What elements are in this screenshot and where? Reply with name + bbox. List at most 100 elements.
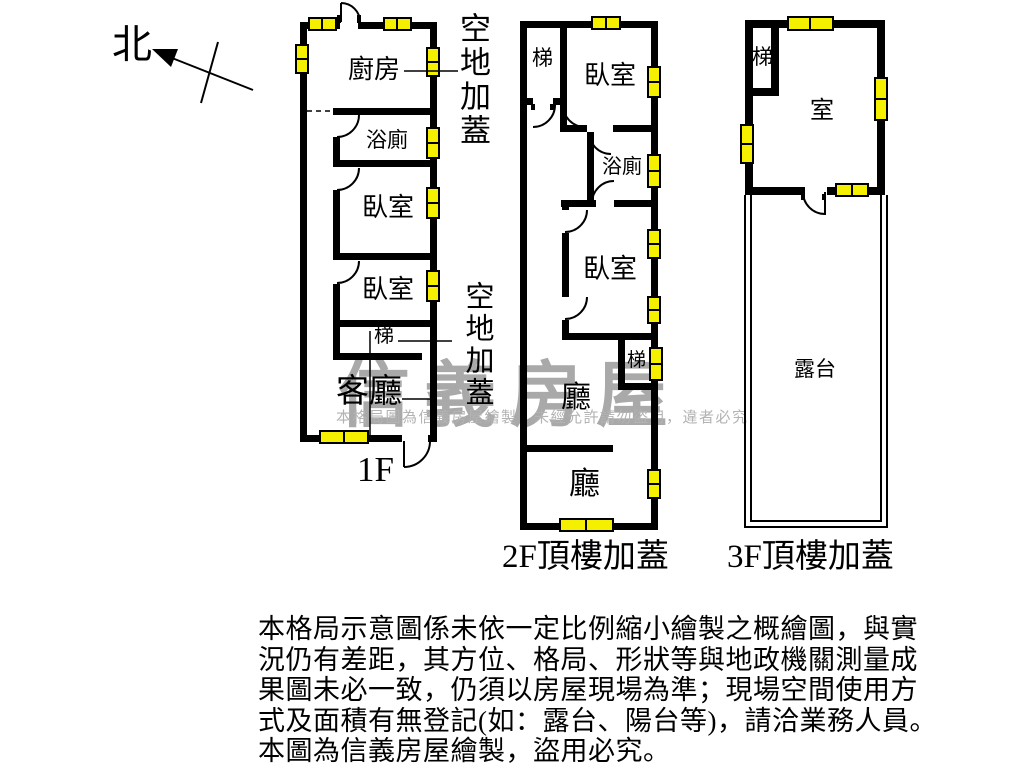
wall-segment [651, 187, 658, 230]
wall-segment [520, 98, 533, 105]
wall-segment [430, 158, 437, 188]
door-arc [564, 296, 588, 320]
north-arrow-shaft [171, 57, 254, 91]
door-arc [340, 2, 361, 23]
wall-segment [520, 21, 592, 28]
wall-segment [562, 333, 658, 340]
north-arrow-slash [200, 41, 219, 104]
wall-segment [333, 284, 340, 353]
wall-segment [411, 22, 437, 29]
disclaimer-line: 況仍有差距，其方位、格局、形狀等與地政機關測量成 [258, 644, 918, 675]
room-label-living-1f: 客廳 [336, 374, 402, 410]
room-label-terrace-3f: 露台 [794, 357, 836, 381]
room-label-bedroom-top-2f: 臥室 [584, 61, 637, 90]
door-arcs [336, 2, 826, 468]
room-label-room-3f: 室 [810, 98, 834, 124]
door-arc [802, 191, 826, 215]
wall-segment [877, 120, 885, 195]
wall-segment [562, 200, 569, 210]
wall-segment [651, 21, 658, 67]
wall-segment [430, 76, 437, 128]
wall-segment [562, 233, 569, 297]
wall-segment [745, 20, 753, 125]
room-label-bath-1f: 浴廁 [366, 128, 408, 152]
room-label-kitchen: 廚房 [348, 55, 401, 84]
room-label-bedroom2-1f: 臥室 [362, 275, 415, 304]
wall-segment [868, 187, 885, 195]
wall-segment [520, 523, 560, 530]
terrace-outline [744, 195, 888, 528]
wall-segment [300, 435, 320, 442]
wall-segment [827, 187, 836, 195]
room-label-stairs-top-2f: 梯 [532, 46, 553, 70]
wall-segment [358, 22, 384, 29]
wall-segment [333, 160, 437, 167]
floor1-windows [295, 17, 440, 444]
room-label-stairs-1f: 梯 [374, 325, 394, 347]
room-label-hall-lower-2f: 廳 [569, 466, 600, 501]
wall-segment [560, 21, 567, 98]
wall-segment [336, 22, 340, 29]
room-label-hall-upper-2f: 廳 [561, 381, 591, 414]
wall-segment [430, 22, 437, 48]
wall-segment [430, 218, 437, 271]
wall-segment [587, 132, 594, 203]
wall-segment [562, 320, 569, 340]
north-label: 北 [112, 22, 152, 67]
disclaimer-text: 本格局示意圖係未依一定比例縮小繪製之概繪圖，與實 況仍有差距，其方位、格局、形狀… [258, 614, 937, 767]
wall-segment [333, 137, 340, 160]
door-arc [588, 131, 612, 155]
watermark-notice: 本格局圖為信義房屋繪製，未經允許請勿盜用，違者必究 [336, 410, 749, 426]
wall-segment [368, 435, 402, 442]
wall-segment [430, 301, 437, 435]
wall-segment [614, 200, 658, 207]
floor1-walls [300, 15, 437, 442]
wall-segment [300, 73, 307, 442]
floor2-windows [559, 16, 663, 532]
wall-segment [771, 28, 779, 93]
wall-segment [333, 108, 437, 115]
wall-segment [745, 20, 788, 28]
door-jamb [531, 104, 535, 110]
wall-segment [745, 162, 753, 195]
door-arc [564, 209, 588, 233]
wall-segment [833, 20, 885, 28]
door-arc [336, 114, 360, 138]
wall-segment [620, 21, 658, 28]
wall-segment [749, 88, 779, 96]
room-label-bedroom-mid-2f: 臥室 [583, 254, 637, 284]
floor2-title: 2F頂樓加蓋 [502, 539, 669, 575]
door-arc [403, 440, 431, 468]
disclaimer-line: 本圖為信義房屋繪製，盜用必究。 [258, 736, 671, 766]
door-jamb [550, 104, 554, 110]
north-arrow-head [152, 49, 178, 67]
room-label-stairs-bottom-2f: 梯 [627, 350, 647, 371]
wall-segment [651, 258, 658, 297]
door-jamb [337, 15, 341, 23]
door-arc [532, 104, 556, 128]
terrace-inner-line [750, 195, 882, 522]
door-arc [336, 167, 360, 191]
wall-segment [520, 21, 527, 530]
wall-segment [333, 353, 422, 360]
room-label-bedroom1-1f: 臥室 [362, 193, 415, 222]
wall-segment [745, 187, 805, 195]
brand-watermark: 信義房屋 [338, 356, 683, 436]
wall-segment [651, 498, 658, 530]
open-area-label-top: 空地加蓋 [455, 12, 490, 148]
door-arc [336, 260, 360, 284]
disclaimer-line: 果圖未必一致，仍須以房屋現場為準；現場空間使用方 [258, 675, 918, 705]
wall-segment [527, 445, 613, 452]
floor3-windows [740, 16, 888, 197]
floor3-walls [745, 20, 885, 200]
wall-segment [651, 380, 658, 470]
room-label-stairs-3f: 梯 [752, 45, 773, 69]
wall-segment [300, 22, 307, 45]
wall-segment [333, 320, 437, 327]
floor3-title: 3F頂樓加蓋 [727, 539, 894, 575]
wall-segment [613, 523, 658, 530]
open-area-label-bottom: 空地加蓋 [461, 281, 493, 409]
wall-segment [560, 125, 587, 132]
